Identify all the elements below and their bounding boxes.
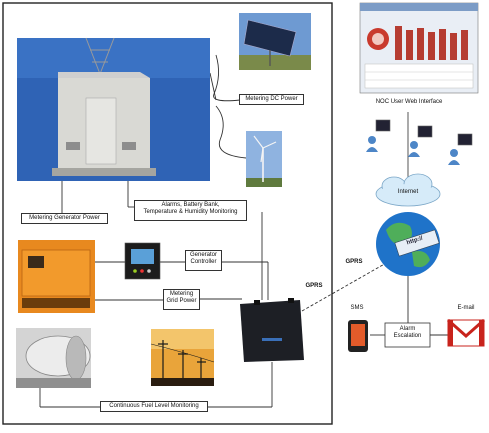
- metering-dc-power-label: Metering DC Power: [239, 94, 304, 105]
- alarm-escalation-box: [384, 322, 431, 348]
- alarm-escalation-label: Alarm Escalation: [385, 326, 430, 340]
- generator-controller-line1: Generator: [189, 252, 217, 258]
- metering-grid-line1: Metering: [169, 291, 194, 297]
- user-computers: [366, 119, 473, 165]
- alarm-line1: Alarm: [399, 326, 416, 332]
- noc-web-interface: [359, 2, 479, 94]
- solar-panel-photo: [239, 13, 311, 70]
- metering-grid-line2: Grid Power: [166, 298, 197, 304]
- gprs-label-right: GPRS: [345, 259, 363, 265]
- phone-icon: [348, 320, 368, 352]
- site-frame: [2, 2, 333, 425]
- metering-grid-power-label: Metering Grid Power: [163, 289, 200, 310]
- email-label: E-mail: [457, 305, 475, 311]
- generator-controller-device: [124, 242, 161, 280]
- user-icon: [448, 133, 473, 165]
- internet-cloud-icon: [375, 173, 441, 207]
- generator-photo: [18, 240, 95, 313]
- globe-icon: [376, 212, 440, 276]
- gprs-label: GPRS: [305, 283, 323, 289]
- alarms-monitoring-label: Alarms, Battery Bank, Temperature & Humi…: [134, 200, 247, 221]
- shelter-photo: [17, 37, 210, 181]
- metering-generator-power-label: Metering Generator Power: [21, 213, 108, 224]
- rtu-device: [240, 298, 304, 362]
- gmail-icon: [447, 318, 485, 347]
- sms-label: SMS: [350, 305, 364, 311]
- internet-label: Internet: [397, 189, 419, 195]
- user-icon: [366, 119, 391, 152]
- power-line-photo: [150, 329, 215, 386]
- fuel-monitoring-label: Continuous Fuel Level Monitoring: [100, 401, 208, 412]
- generator-controller-line2: Controller: [190, 259, 217, 265]
- wind-turbine-photo: [246, 131, 282, 187]
- fuel-tank-photo: [16, 328, 91, 388]
- alarm-line2: Escalation: [393, 333, 422, 339]
- alarms-line2: Temperature & Humidity Monitoring: [143, 209, 238, 215]
- noc-web-label: NOC User Web Interface: [375, 99, 443, 105]
- user-icon: [408, 125, 433, 157]
- alarms-line1: Alarms, Battery Bank,: [161, 202, 220, 208]
- generator-controller-label: Generator Controller: [185, 250, 222, 271]
